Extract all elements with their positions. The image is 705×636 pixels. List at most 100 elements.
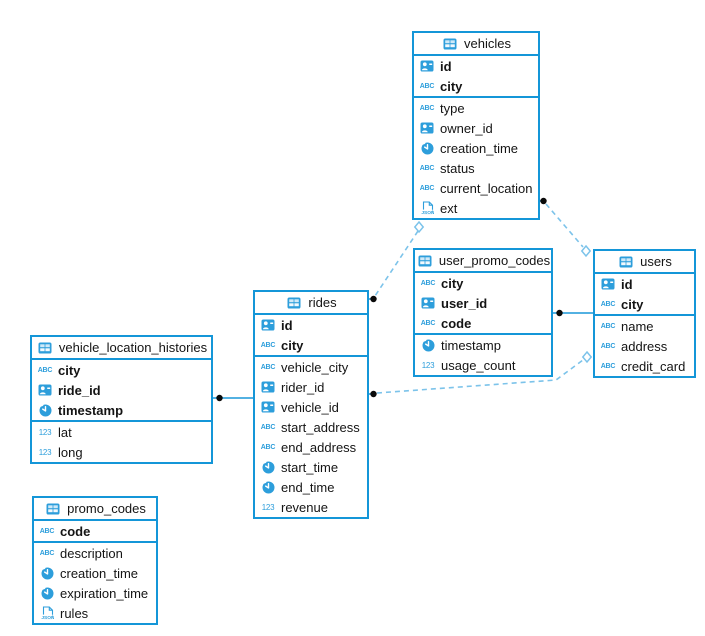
column-name: city	[441, 275, 464, 291]
string-type-icon: ABC	[260, 341, 276, 349]
number-type-icon: 123	[421, 360, 435, 370]
column-row: owner_id	[414, 118, 538, 138]
timestamp-type-icon	[259, 481, 277, 494]
column-row: ABC city	[595, 294, 694, 314]
table-title: users	[640, 254, 672, 269]
column-name: timestamp	[441, 337, 501, 353]
timestamp-type-icon	[38, 567, 56, 580]
column-name: usage_count	[441, 357, 516, 373]
cardinality-dot	[370, 295, 377, 303]
table-title: vehicle_location_histories	[58, 340, 208, 355]
column-row: JSON rules	[34, 603, 156, 623]
relationship-vehicles-users	[540, 197, 592, 258]
column-name: end_address	[281, 439, 357, 455]
column-name: current_location	[440, 180, 533, 196]
column-row: id	[595, 274, 694, 294]
columns-section: ABC type owner_id creation_time ABC stat…	[414, 96, 538, 218]
column-name: creation_time	[60, 565, 139, 581]
timestamp-type-icon	[418, 142, 436, 155]
table-title: vehicles	[464, 36, 511, 51]
column-row: ABC address	[595, 336, 694, 356]
columns-section: ABC name ABC address ABC credit_card	[595, 314, 694, 376]
column-name: city	[281, 337, 304, 353]
column-row: timestamp	[415, 335, 551, 355]
table-header: rides	[255, 292, 367, 315]
primary-key-section: ABC city ride_id timestamp	[32, 360, 211, 420]
string-type-icon: ABC	[420, 279, 436, 287]
column-row: id	[414, 56, 538, 76]
uuid-type-icon	[36, 384, 54, 396]
column-row: ABC city	[32, 360, 211, 380]
column-row: user_id	[415, 293, 551, 313]
table-header: promo_codes	[34, 498, 156, 521]
column-name: creation_time	[440, 140, 519, 156]
column-row: ABC city	[415, 273, 551, 293]
uuid-type-icon	[418, 122, 436, 134]
column-row: creation_time	[34, 563, 156, 583]
table-icon	[285, 297, 303, 309]
json-type-icon: JSON	[418, 201, 436, 215]
number-type-icon: 123	[261, 502, 275, 512]
column-row: rider_id	[255, 377, 367, 397]
column-row: ABC city	[414, 76, 538, 96]
string-type-icon: ABC	[419, 104, 435, 112]
table-header: vehicles	[414, 33, 538, 56]
column-name: city	[58, 362, 81, 378]
table-title: promo_codes	[67, 501, 146, 516]
column-row: ride_id	[32, 380, 211, 400]
table-vehicles[interactable]: vehicles id ABC city ABC type owner_id	[412, 31, 540, 220]
cardinality-dot	[556, 309, 563, 317]
column-name: timestamp	[58, 402, 124, 418]
column-row: 123 usage_count	[415, 355, 551, 375]
string-type-icon: ABC	[37, 366, 53, 374]
svg-text:JSON: JSON	[41, 615, 54, 620]
table-header: users	[595, 251, 694, 274]
column-row: creation_time	[414, 138, 538, 158]
column-row: ABC current_location	[414, 178, 538, 198]
column-name: lat	[58, 424, 72, 440]
svg-text:JSON: JSON	[421, 210, 434, 215]
string-type-icon: ABC	[260, 423, 276, 431]
column-row: expiration_time	[34, 583, 156, 603]
column-row: ABC status	[414, 158, 538, 178]
column-name: code	[441, 315, 472, 331]
timestamp-type-icon	[36, 404, 54, 417]
column-row: start_time	[255, 457, 367, 477]
column-row: JSON ext	[414, 198, 538, 218]
uuid-type-icon	[259, 401, 277, 413]
string-type-icon: ABC	[419, 82, 435, 90]
column-name: name	[621, 318, 654, 334]
column-name: credit_card	[621, 358, 686, 374]
column-name: vehicle_city	[281, 359, 349, 375]
column-name: id	[621, 276, 633, 292]
column-row: ABC description	[34, 543, 156, 563]
column-name: city	[621, 296, 644, 312]
table-vehicle-location-histories[interactable]: vehicle_location_histories ABC city ride…	[30, 335, 213, 464]
relationship-rides-vehicles	[369, 220, 425, 303]
table-user-promo-codes[interactable]: user_promo_codes ABC city user_id ABC co…	[413, 248, 553, 377]
primary-key-section: id ABC city	[414, 56, 538, 96]
uuid-type-icon	[259, 319, 277, 331]
table-rides[interactable]: rides id ABC city ABC vehicle_city rider…	[253, 290, 369, 519]
column-name: ext	[440, 200, 458, 216]
column-row: ABC type	[414, 98, 538, 118]
columns-section: timestamp 123 usage_count	[415, 333, 551, 375]
column-row: ABC code	[34, 521, 156, 541]
primary-key-section: id ABC city	[595, 274, 694, 314]
table-promo-codes[interactable]: promo_codes ABC code ABC description cre…	[32, 496, 158, 625]
column-name: description	[60, 545, 123, 561]
column-name: rules	[60, 605, 89, 621]
column-name: expiration_time	[60, 585, 149, 601]
relationship-upc-users	[553, 309, 593, 317]
cardinality-dot	[216, 394, 223, 402]
table-users[interactable]: users id ABC city ABC name ABC address A…	[593, 249, 696, 378]
column-name: ride_id	[58, 382, 101, 398]
table-title: user_promo_codes	[438, 253, 551, 268]
column-name: status	[440, 160, 475, 176]
column-row: ABC start_address	[255, 417, 367, 437]
cardinality-diamond	[581, 350, 593, 364]
column-row: ABC end_address	[255, 437, 367, 457]
table-header: user_promo_codes	[415, 250, 551, 273]
